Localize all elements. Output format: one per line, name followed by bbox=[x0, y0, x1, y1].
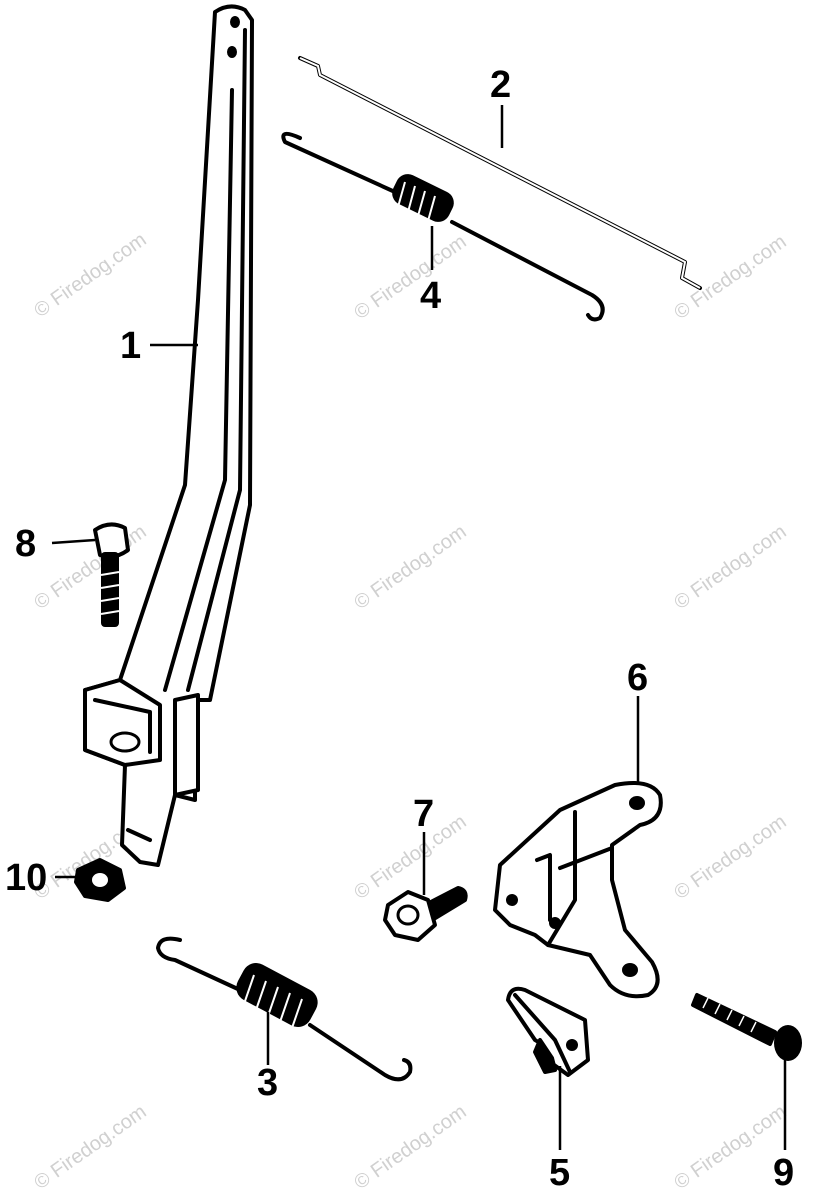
callout-3: 3 bbox=[257, 1062, 278, 1104]
part-9-screw bbox=[691, 993, 802, 1061]
part-8-bolt bbox=[93, 522, 130, 627]
callouts: 1 2 3 4 5 6 7 8 9 10 bbox=[5, 64, 794, 1194]
watermark: © Firedog.com bbox=[350, 521, 470, 614]
watermark: © Firedog.com bbox=[350, 1101, 470, 1194]
callout-2: 2 bbox=[490, 64, 511, 106]
part-6-bracket bbox=[493, 781, 663, 999]
callout-4: 4 bbox=[420, 275, 441, 317]
part-3-tension-spring bbox=[156, 936, 413, 1082]
part-5-clip bbox=[506, 986, 590, 1077]
watermark: © Firedog.com bbox=[30, 521, 150, 614]
watermark: © Firedog.com bbox=[30, 229, 150, 322]
part-7-bolt bbox=[383, 886, 468, 942]
part-2-rod bbox=[298, 56, 702, 290]
leader-lines bbox=[51, 105, 787, 1150]
watermark: © Firedog.com bbox=[670, 521, 790, 614]
watermark: © Firedog.com bbox=[670, 231, 790, 324]
callout-10: 10 bbox=[5, 857, 47, 899]
part-1-lever-arm bbox=[83, 4, 254, 867]
part-4-spring-rod bbox=[281, 131, 605, 322]
callout-8: 8 bbox=[15, 523, 36, 565]
callout-9: 9 bbox=[773, 1152, 794, 1194]
callout-7: 7 bbox=[413, 793, 434, 835]
watermark: © Firedog.com bbox=[350, 231, 470, 324]
callout-1: 1 bbox=[120, 325, 141, 367]
watermark: © Firedog.com bbox=[670, 811, 790, 904]
part-10-nut bbox=[74, 858, 126, 902]
watermark: © Firedog.com bbox=[30, 1101, 150, 1194]
callout-5: 5 bbox=[549, 1152, 570, 1194]
callout-6: 6 bbox=[627, 657, 648, 699]
